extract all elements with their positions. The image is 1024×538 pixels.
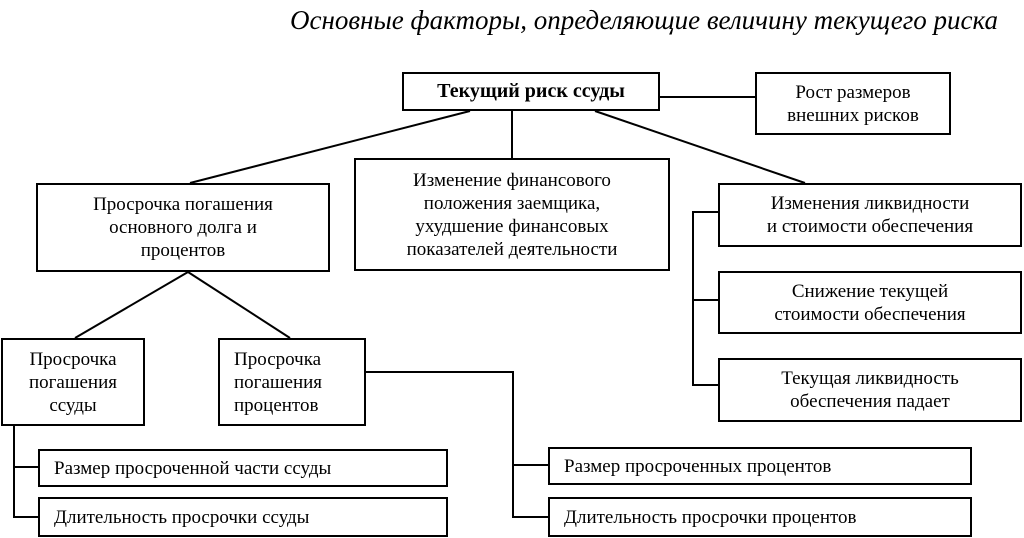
node-interest-delay-duration: Длительность просрочки процентов xyxy=(548,497,972,537)
node-label: Длительность просрочки ссуды xyxy=(54,506,310,528)
node-external-risks: Рост размеров внешних рисков xyxy=(755,72,951,135)
node-label: Снижение текущей стоимости обеспечения xyxy=(774,280,966,325)
node-collateral-liquidity: Текущая ликвидность обеспечения падает xyxy=(718,358,1022,422)
node-loan-delay: Просрочка погашения ссуды xyxy=(1,338,145,426)
node-financial-change: Изменение финансового положения заемщика… xyxy=(354,158,670,271)
node-label: Просрочка погашения ссуды xyxy=(28,348,118,416)
node-label: Изменения ликвидности и стоимости обеспе… xyxy=(766,193,974,237)
node-interest-delay: Просрочка погашения процентов xyxy=(218,338,366,426)
node-label: Просрочка погашения основного долга и пр… xyxy=(93,194,273,261)
node-label: Просрочка погашения процентов xyxy=(234,348,323,416)
node-label: Текущий риск ссуды xyxy=(437,80,625,102)
node-label: Размер просроченных процентов xyxy=(564,455,832,477)
node-overdue-loan-size: Размер просроченной части ссуды xyxy=(38,449,448,487)
node-liquidity-change: Изменения ликвидности и стоимости обеспе… xyxy=(718,183,1022,247)
node-repayment-delay: Просрочка погашения основного долга и пр… xyxy=(36,183,330,272)
node-label: Текущая ликвидность обеспечения падает xyxy=(781,368,959,412)
node-label: Рост размеров внешних рисков xyxy=(787,81,919,126)
node-label: Размер просроченной части ссуды xyxy=(54,457,332,479)
node-current-loan-risk: Текущий риск ссуды xyxy=(402,72,660,111)
node-label: Длительность просрочки процентов xyxy=(564,506,857,528)
diagram-title: Основные факторы, определяющие величину … xyxy=(290,5,998,35)
node-label: Изменение финансового положения заемщика… xyxy=(406,169,618,260)
node-collateral-value: Снижение текущей стоимости обеспечения xyxy=(718,271,1022,334)
node-overdue-interest-size: Размер просроченных процентов xyxy=(548,447,972,485)
node-loan-delay-duration: Длительность просрочки ссуды xyxy=(38,497,448,537)
